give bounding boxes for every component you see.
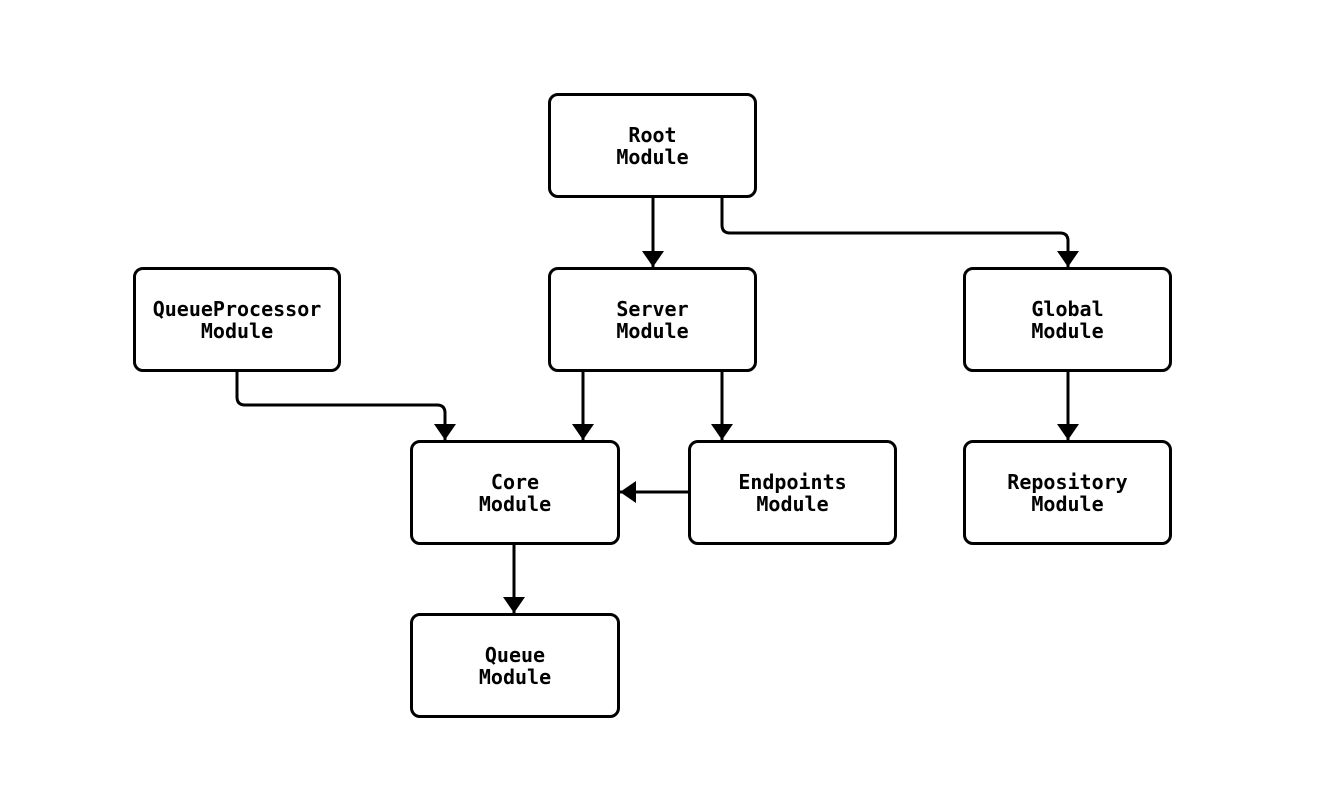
edge-root-to-global [720,198,1079,267]
node-label: Global Module [1031,296,1104,343]
node-endpoints-module: Endpoints Module [688,440,897,545]
node-label: Root Module [616,122,689,169]
edge-queueprocessor-to-core [235,372,456,440]
node-global-module: Global Module [963,267,1172,372]
node-label: Endpoints Module [738,469,847,516]
node-label: Repository Module [1007,469,1128,516]
node-queue-module: Queue Module [410,613,620,718]
node-label: QueueProcessor Module [152,296,322,343]
node-core-module: Core Module [410,440,620,545]
node-repository-module: Repository Module [963,440,1172,545]
node-root-module: Root Module [548,93,757,198]
node-server-module: Server Module [548,267,757,372]
node-label: Server Module [616,296,689,343]
node-label: Core Module [478,469,552,516]
node-label: Queue Module [478,642,552,689]
node-queueprocessor-module: QueueProcessor Module [133,267,341,372]
